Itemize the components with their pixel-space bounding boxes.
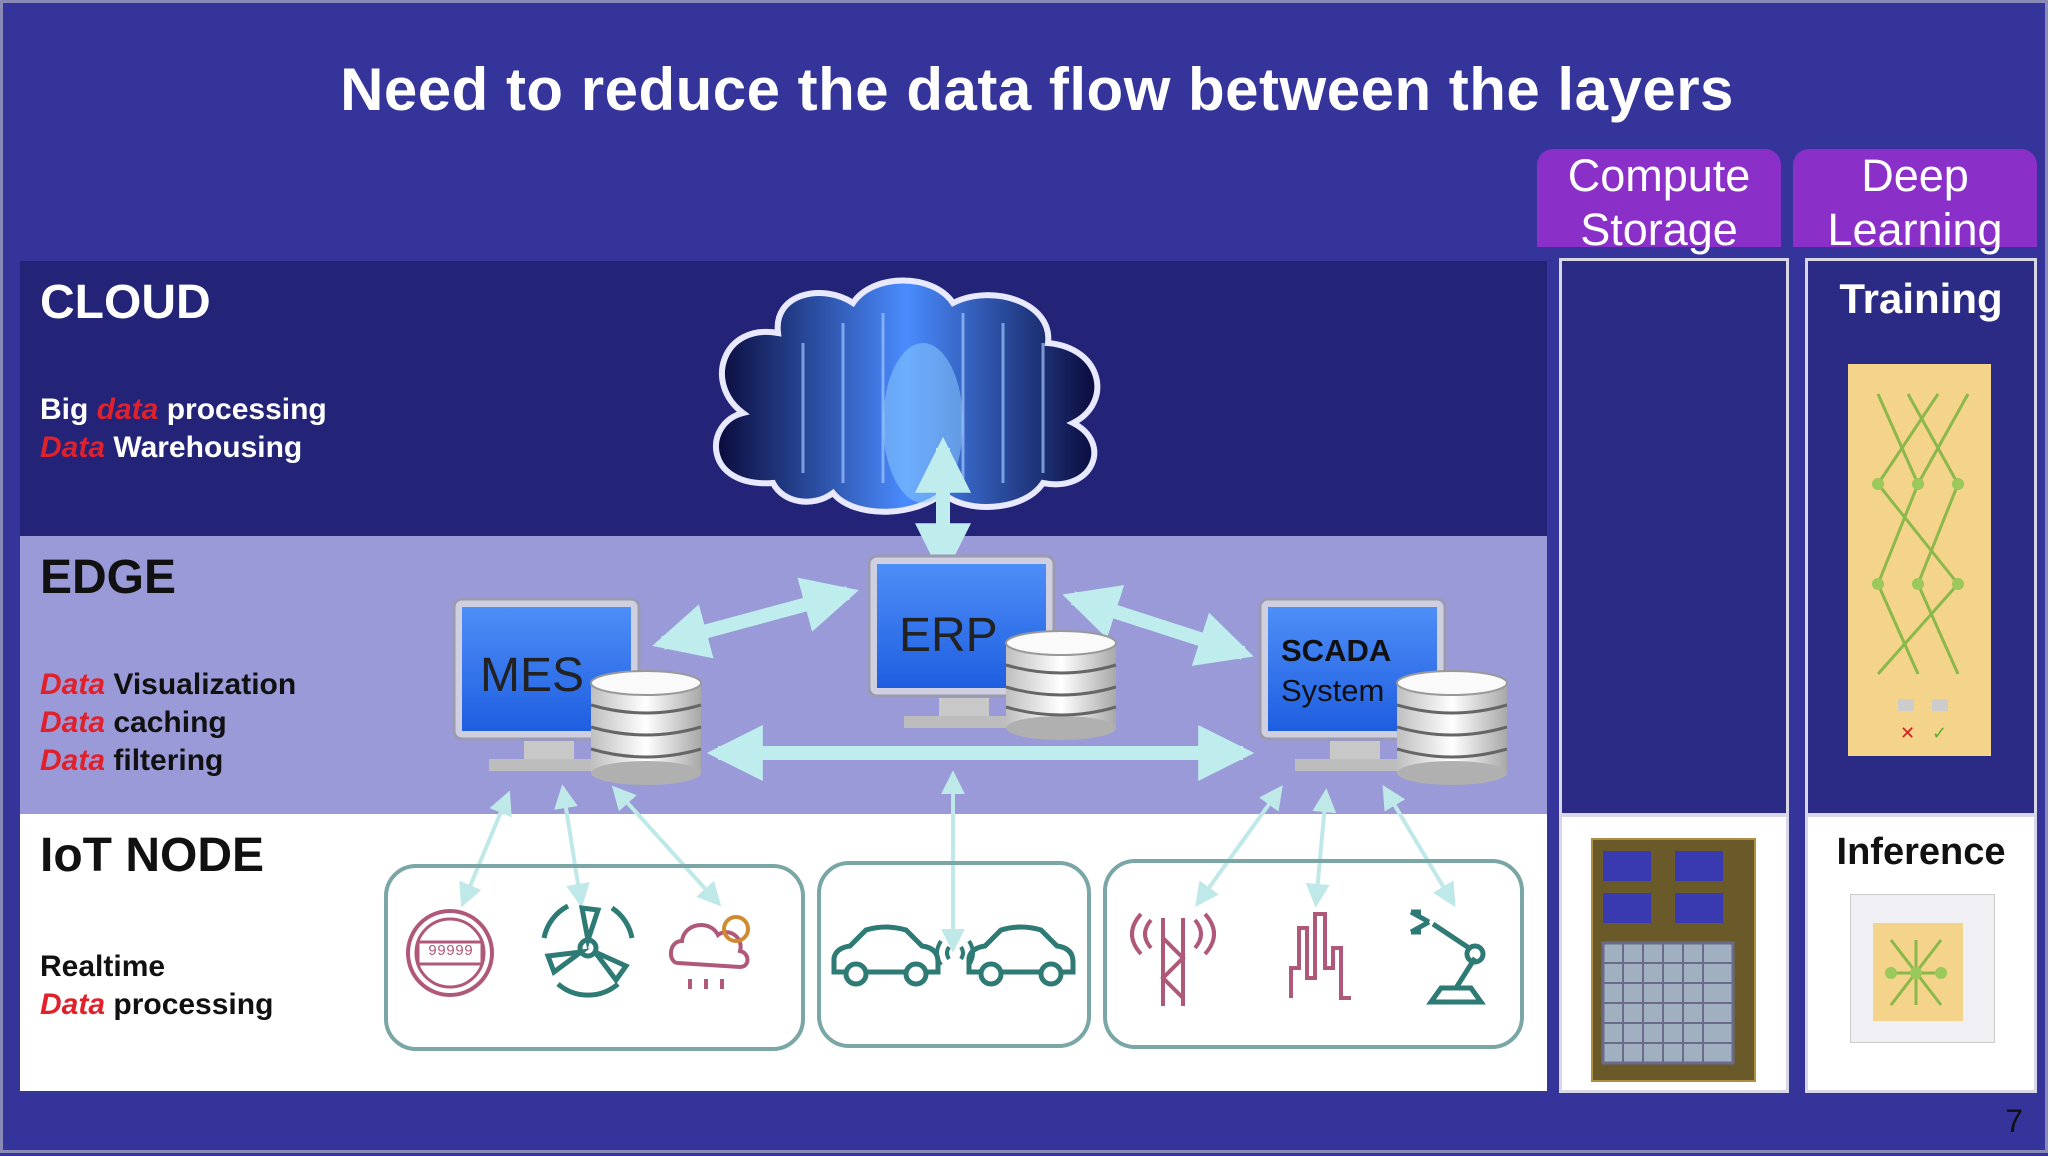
turbine-icon <box>541 903 635 998</box>
cloud-layer-description: Big data processing Data Warehousing <box>40 391 327 467</box>
compute-storage-upper-panel <box>1559 258 1789 816</box>
red-text: Data <box>40 431 106 464</box>
neural-network-image <box>1850 894 1995 1043</box>
data-flow-arrows <box>652 436 1255 781</box>
slide-title: Need to reduce the data flow between the… <box>340 56 1734 123</box>
chip-die-image-front <box>1591 838 1756 1082</box>
red-text: data <box>96 393 159 426</box>
scada-line: System <box>1281 673 1385 708</box>
pill-line: Deep <box>1861 150 1969 201</box>
iot-layer-name: IoT NODE <box>40 829 264 882</box>
red-text: Data <box>40 744 106 777</box>
deep-learning-lower-panel: Inference <box>1805 814 2037 1093</box>
text: processing <box>158 393 327 426</box>
edge-layer-name: EDGE <box>40 551 177 604</box>
red-text: Data <box>40 668 106 701</box>
training-label: Training <box>1839 275 2003 322</box>
reject-mark-icon: ✕ <box>1900 723 1915 744</box>
iot-data-arrows <box>459 770 1456 953</box>
red-text: Data <box>40 706 106 739</box>
deep-learning-upper-panel: Training ✕ ✓ <box>1805 258 2037 816</box>
weather-icon <box>669 915 750 989</box>
cloud-layer-name: CLOUD <box>40 276 211 329</box>
database-icon <box>590 670 702 785</box>
pill-line: Learning <box>1827 204 2003 255</box>
text: filtering <box>105 744 224 777</box>
database-icon <box>1396 670 1508 785</box>
pill-line: Storage <box>1580 204 1738 255</box>
neural-network-image: ✕ ✓ <box>1848 364 1991 756</box>
pill-line: Compute <box>1567 150 1751 201</box>
iot-group-box <box>1103 859 1524 1049</box>
inference-label: Inference <box>1836 831 2006 873</box>
erp-label: ERP <box>899 609 998 662</box>
mes-label: MES <box>480 649 585 702</box>
text: Realtime <box>40 950 166 983</box>
iot-group-box <box>817 861 1091 1048</box>
page-number: 7 <box>2005 1103 2023 1139</box>
mes-erp-arrow <box>652 577 859 659</box>
meter-icon <box>406 909 494 997</box>
iot-layer-description: Realtime Data processing <box>40 948 273 1024</box>
cell-tower-icon <box>1130 912 1216 1006</box>
scada-label: SCADA System <box>1281 631 1391 711</box>
text: processing <box>105 988 274 1021</box>
text: Visualization <box>105 668 297 701</box>
sensor-wave-icon <box>1289 912 1351 1000</box>
car-icon <box>831 924 941 987</box>
compute-storage-pill: Compute Storage <box>1537 149 1781 255</box>
text: caching <box>105 706 227 739</box>
erp-scada-arrow <box>1062 585 1254 666</box>
robot-arm-icon <box>1409 909 1486 1005</box>
database-icon <box>1005 630 1117 740</box>
red-text: Data <box>40 988 106 1021</box>
text: Warehousing <box>105 431 303 464</box>
iot-group-box <box>384 864 805 1051</box>
neural-network-graph: ✕ ✓ <box>1872 393 1970 744</box>
text: Big <box>40 393 97 426</box>
inference-network-graph <box>1873 923 1963 1021</box>
cloud-datacenter-image <box>712 277 1101 515</box>
meter-digits: 99999 <box>427 943 473 960</box>
car-icon <box>966 924 1076 987</box>
scada-line: SCADA <box>1281 633 1392 668</box>
edge-layer-description: Data Visualization Data caching Data fil… <box>40 666 296 780</box>
accept-mark-icon: ✓ <box>1932 723 1947 744</box>
deep-learning-pill: Deep Learning <box>1793 149 2037 255</box>
